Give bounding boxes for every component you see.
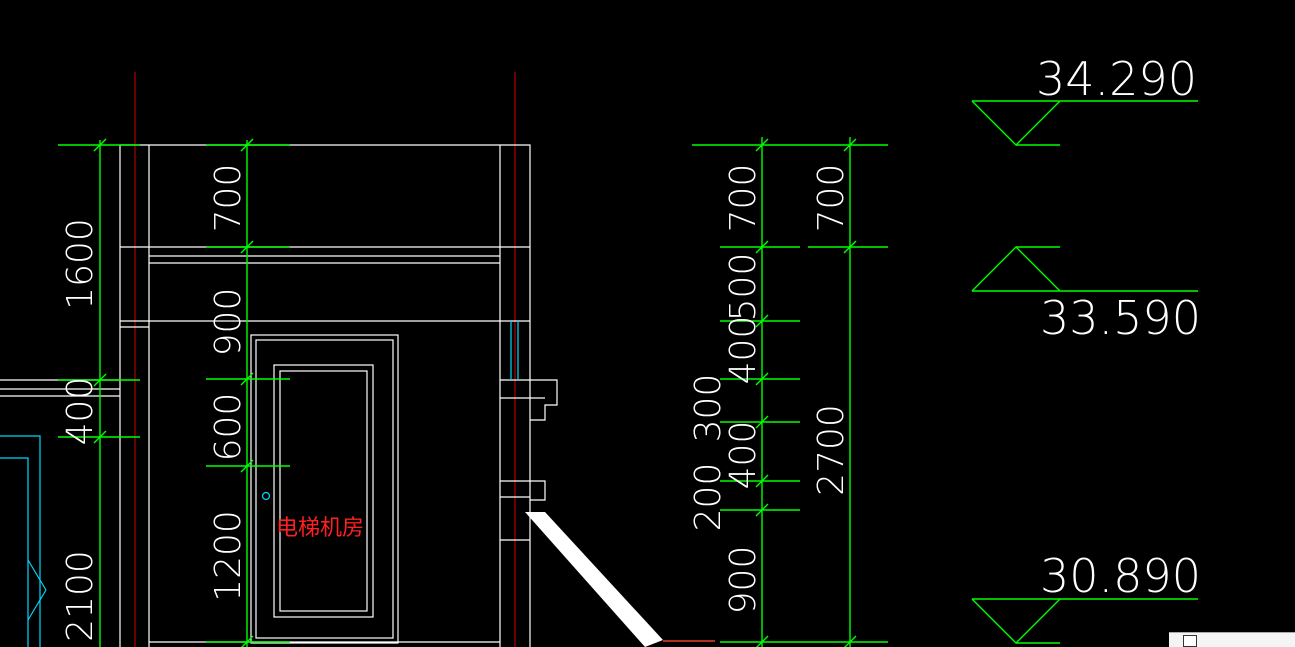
dim-text-right-b-2700: 2700 xyxy=(811,404,852,496)
dim-text-right-b-700: 700 xyxy=(811,164,852,233)
elevation-text-bottom: 30.890 xyxy=(1040,549,1201,603)
elevation-marker-bottom xyxy=(971,598,1198,644)
dim-text-right-a-900: 900 xyxy=(723,546,764,615)
glass-lines xyxy=(0,321,519,647)
elevation-marker-top xyxy=(971,100,1198,146)
dim-text-inner-600: 600 xyxy=(208,393,249,462)
elevation-text-top: 34.290 xyxy=(1036,52,1197,106)
axis-lines xyxy=(134,72,516,647)
dim-text-stair-200: 200 xyxy=(688,463,729,532)
dim-text-stair-300: 300 xyxy=(688,374,729,443)
dimension-lines xyxy=(58,137,888,647)
elevation-marker-middle xyxy=(971,246,1198,292)
door-handle-icon xyxy=(261,491,271,501)
dim-text-left-1600: 1600 xyxy=(60,218,101,310)
status-bar-fragment[interactable] xyxy=(1169,632,1295,647)
dim-text-inner-1200: 1200 xyxy=(208,510,249,602)
dim-text-right-a-400-lower: 400 xyxy=(723,421,764,490)
elevation-text-middle: 33.590 xyxy=(1040,291,1201,345)
building-section xyxy=(0,144,715,647)
dim-text-left-400: 400 xyxy=(60,377,101,446)
dim-text-right-a-700: 700 xyxy=(723,164,764,233)
dim-text-left-2100: 2100 xyxy=(60,550,101,642)
dim-text-right-a-500: 500 xyxy=(723,253,764,322)
room-label: 电梯机房 xyxy=(276,516,364,541)
dim-text-inner-900: 900 xyxy=(208,288,249,357)
grid-toggle-icon[interactable] xyxy=(1183,635,1197,647)
door-frame xyxy=(250,334,399,644)
dim-text-inner-700: 700 xyxy=(208,164,249,233)
dim-text-right-a-400-upper: 400 xyxy=(723,316,764,385)
